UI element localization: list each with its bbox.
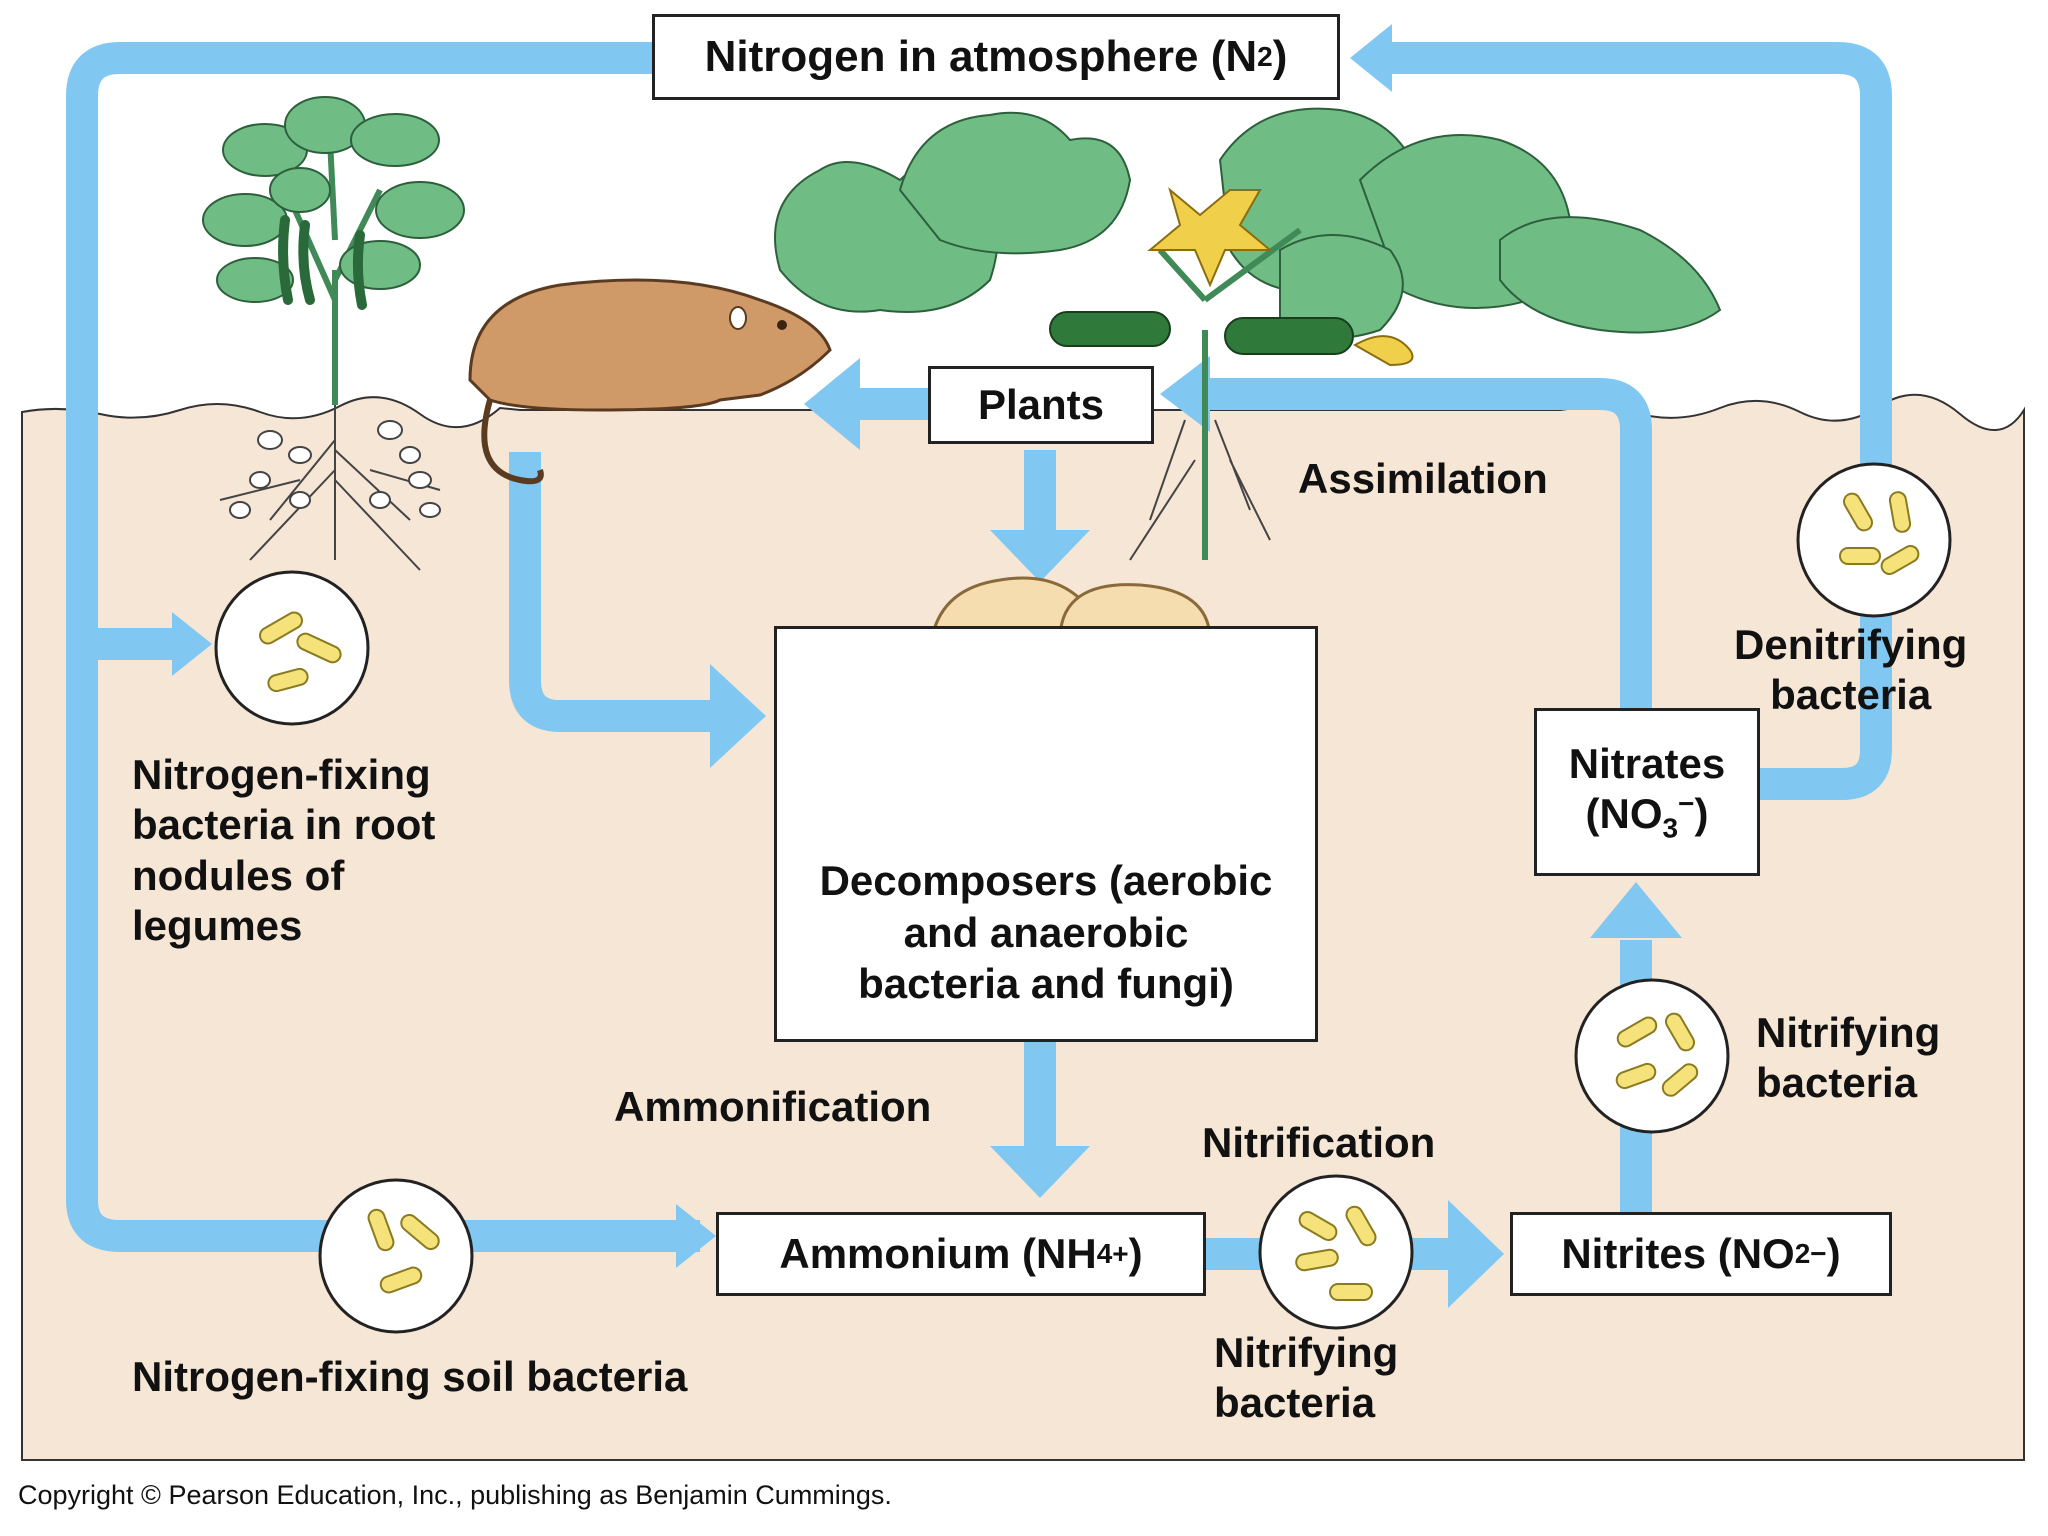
nitrites-sub: 2	[1794, 1238, 1811, 1269]
squash-stem	[1157, 227, 1302, 560]
nitrates-text: (NO	[1585, 789, 1663, 837]
bacteria-nitrifying-right	[1574, 978, 1730, 1134]
denitrifying-line-2: bacteria	[1770, 671, 1932, 719]
nitrites-text: Nitrites (NO	[1561, 1230, 1795, 1277]
label-denitrifying: Denitrifying bacteria	[1734, 620, 1967, 721]
legume-stem	[292, 139, 383, 405]
label-ammonification: Ammonification	[614, 1083, 932, 1130]
squash-plant	[774, 107, 1722, 561]
atmosphere-text: Nitrogen in atmosphere (N	[704, 32, 1258, 81]
legume-roots	[219, 405, 441, 571]
nitrifying-bottom-line-2: bacteria	[1214, 1379, 1376, 1427]
nitrifying-right-line-2: bacteria	[1756, 1059, 1918, 1107]
arrowheads	[172, 24, 1682, 1308]
label-nitrification: Nitrification	[1202, 1119, 1436, 1166]
root-nodules	[229, 420, 441, 519]
nitrifying-bottom-line-1: Nitrifying	[1214, 1329, 1399, 1376]
label-legume-bacteria: Nitrogen-fixing bacteria in root nodules…	[132, 750, 435, 952]
squash-flower	[1147, 187, 1273, 288]
arrow-assimilation	[1195, 378, 1652, 712]
legume-bacteria-line-1: Nitrogen-fixing	[132, 751, 431, 798]
squash-fruit	[1049, 311, 1354, 355]
nitrates-sub: 3	[1662, 812, 1679, 844]
node-decomposers: Decomposers (aerobic and anaerobic bacte…	[774, 626, 1318, 1042]
bacteria-denitrifying	[1796, 462, 1952, 618]
ammonium-sup: +	[1112, 1238, 1129, 1269]
label-assimilation: Assimilation	[1298, 455, 1548, 502]
arrowhead-into-decomposers-left	[710, 664, 766, 768]
legume-bacteria-line-2: bacteria in root	[132, 801, 436, 849]
ammonium-sub: 4	[1096, 1238, 1113, 1269]
bacteria-nitrifying-bottom	[1258, 1174, 1414, 1330]
arrowhead-into-nitrates	[1590, 882, 1682, 938]
arrowhead-into-atmosphere	[1350, 24, 1392, 92]
nitrites-sup: −	[1810, 1238, 1827, 1269]
arrowhead-into-ammonium-top	[990, 1146, 1090, 1198]
legume-plant	[202, 96, 465, 571]
decomposers-line-2: and anaerobic	[903, 908, 1189, 956]
squash-roots	[1129, 419, 1271, 561]
arrowhead-into-plants	[1160, 356, 1210, 432]
label-soil-bacteria: Nitrogen-fixing soil bacteria	[132, 1353, 688, 1400]
nitrates-line-1: Nitrates	[1568, 739, 1726, 787]
ammonium-tail: )	[1128, 1230, 1143, 1277]
node-nitrates: Nitrates (NO3−)	[1534, 708, 1760, 876]
copyright-notice: Copyright © Pearson Education, Inc., pub…	[18, 1480, 892, 1510]
nitrifying-right-line-1: Nitrifying	[1756, 1009, 1941, 1056]
ammonium-text: Ammonium (NH	[779, 1230, 1097, 1277]
arrowhead-into-nitrites	[1448, 1200, 1504, 1308]
bacteria-soil	[318, 1178, 474, 1334]
decomposers-line-3: bacteria and fungi)	[858, 959, 1234, 1007]
node-plants: Plants	[928, 366, 1154, 444]
arrowhead-into-ammonium	[676, 1204, 716, 1268]
arrowhead-into-animal	[804, 358, 860, 450]
atmosphere-tail: )	[1272, 32, 1288, 81]
legume-bacteria-line-4: legumes	[132, 902, 303, 950]
legume-bacteria-line-3: nodules of	[132, 851, 345, 899]
arrowhead-into-nodules	[172, 612, 212, 676]
label-nitrifying-bottom: Nitrifying bacteria	[1214, 1328, 1398, 1429]
gopher-animal	[468, 278, 832, 485]
arrowhead-into-decomposers-top	[990, 530, 1090, 582]
arrow-denitrification-loop	[1370, 42, 1892, 800]
plants-text: Plants	[977, 381, 1105, 428]
bacteria-root-nodules	[214, 570, 370, 726]
nitrates-tail: )	[1694, 789, 1709, 837]
nitrites-tail: )	[1826, 1230, 1841, 1277]
decomposers-line-1: Decomposers (aerobic	[819, 857, 1273, 905]
label-nitrifying-right: Nitrifying bacteria	[1756, 1008, 1940, 1109]
nitrates-sup: −	[1678, 787, 1695, 819]
denitrifying-line-1: Denitrifying	[1734, 621, 1968, 668]
arrow-animal-to-decomposers	[509, 452, 710, 732]
atmosphere-sub: 2	[1257, 41, 1273, 72]
